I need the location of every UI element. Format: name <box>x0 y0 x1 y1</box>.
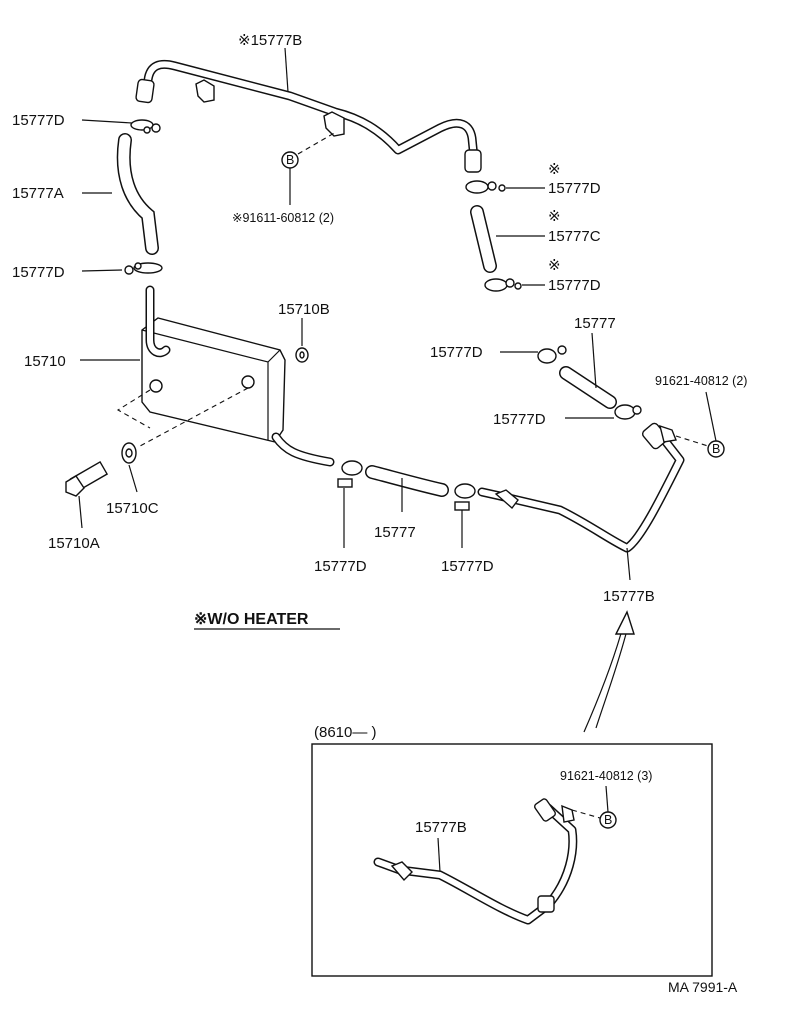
clamp-left-mid <box>124 262 163 275</box>
label-15710A: 15710A <box>48 535 100 552</box>
label-15777-bottom: 15777 <box>374 524 416 541</box>
star-mark-1: ※ <box>548 161 561 178</box>
label-15710: 15710 <box>24 353 66 370</box>
callout-letter: B <box>712 442 720 456</box>
bolt-callout-b-top: B <box>281 131 337 205</box>
inset-steel-pipe <box>373 798 578 925</box>
label-inset-bolt: 91621-40812 (3) <box>560 769 652 783</box>
bolt-15710A <box>65 460 109 497</box>
label-15777-hose-right: 15777 <box>574 315 616 332</box>
hose-15777A <box>116 133 159 255</box>
label-15777D-hose-right: 15777D <box>430 344 483 361</box>
inset-box: (8610— ) 91621-40812 (3) B 15777B MA 799… <box>311 724 738 995</box>
label-inset-15777B: 15777B <box>415 819 467 836</box>
part-labels: ※15777B 15777D 15777A ※91611-60812 (2) 1… <box>12 32 747 630</box>
label-15777A: 15777A <box>12 185 64 202</box>
washer-15710C <box>121 442 137 464</box>
note-without-heater: ※W/O HEATER <box>194 611 309 628</box>
label-15710B: 15710B <box>278 301 330 318</box>
clamp-bottom-2 <box>454 483 476 511</box>
label-15777D-left-mid: 15777D <box>12 264 65 281</box>
clamp-right-2 <box>484 278 522 292</box>
reference-code: MA 7991-A <box>668 979 738 995</box>
label-15777D-hose-right-2: 15777D <box>493 411 546 428</box>
hose-15777C <box>470 205 497 273</box>
label-15777B-bottom: 15777B <box>603 588 655 605</box>
inset-arrow <box>583 610 635 733</box>
label-15777D-left-top: 15777D <box>12 112 65 129</box>
steel-pipe-lower-right <box>477 422 685 553</box>
callout-letter: B <box>604 813 612 827</box>
bolt-callout-b-right: B <box>675 391 725 458</box>
label-bolt-b-top: ※91611-60812 (2) <box>232 211 334 225</box>
clamp-left-top <box>130 119 161 134</box>
label-15777D-bottom-2: 15777D <box>441 558 494 575</box>
hose-15777-lower <box>365 465 449 497</box>
label-top-15777B: ※15777B <box>238 32 302 49</box>
oil-tank-15710 <box>141 285 335 467</box>
label-bolt-right: 91621-40812 (2) <box>655 374 747 388</box>
callout-letter: B <box>286 153 294 167</box>
clamp-hose-right-top <box>537 345 567 364</box>
label-15777D-bottom-1: 15777D <box>314 558 367 575</box>
tank-mount-dashed <box>116 387 249 447</box>
star-mark-2: ※ <box>548 208 561 225</box>
inset-header: (8610— ) <box>314 724 377 741</box>
steel-pipe-top <box>135 59 482 173</box>
clamp-bottom-1 <box>337 460 363 488</box>
clamp-hose-right-bottom <box>614 404 642 420</box>
washer-15710B <box>295 347 309 363</box>
label-15710C: 15710C <box>106 500 159 517</box>
star-mark-3: ※ <box>548 257 561 274</box>
leader-lines <box>78 47 631 581</box>
hose-15777-right <box>559 366 617 409</box>
label-15777D-right-1: 15777D <box>548 180 601 197</box>
label-15777C: 15777C <box>548 228 601 245</box>
clamp-right-1 <box>465 180 506 194</box>
label-15777D-right-2: 15777D <box>548 277 601 294</box>
